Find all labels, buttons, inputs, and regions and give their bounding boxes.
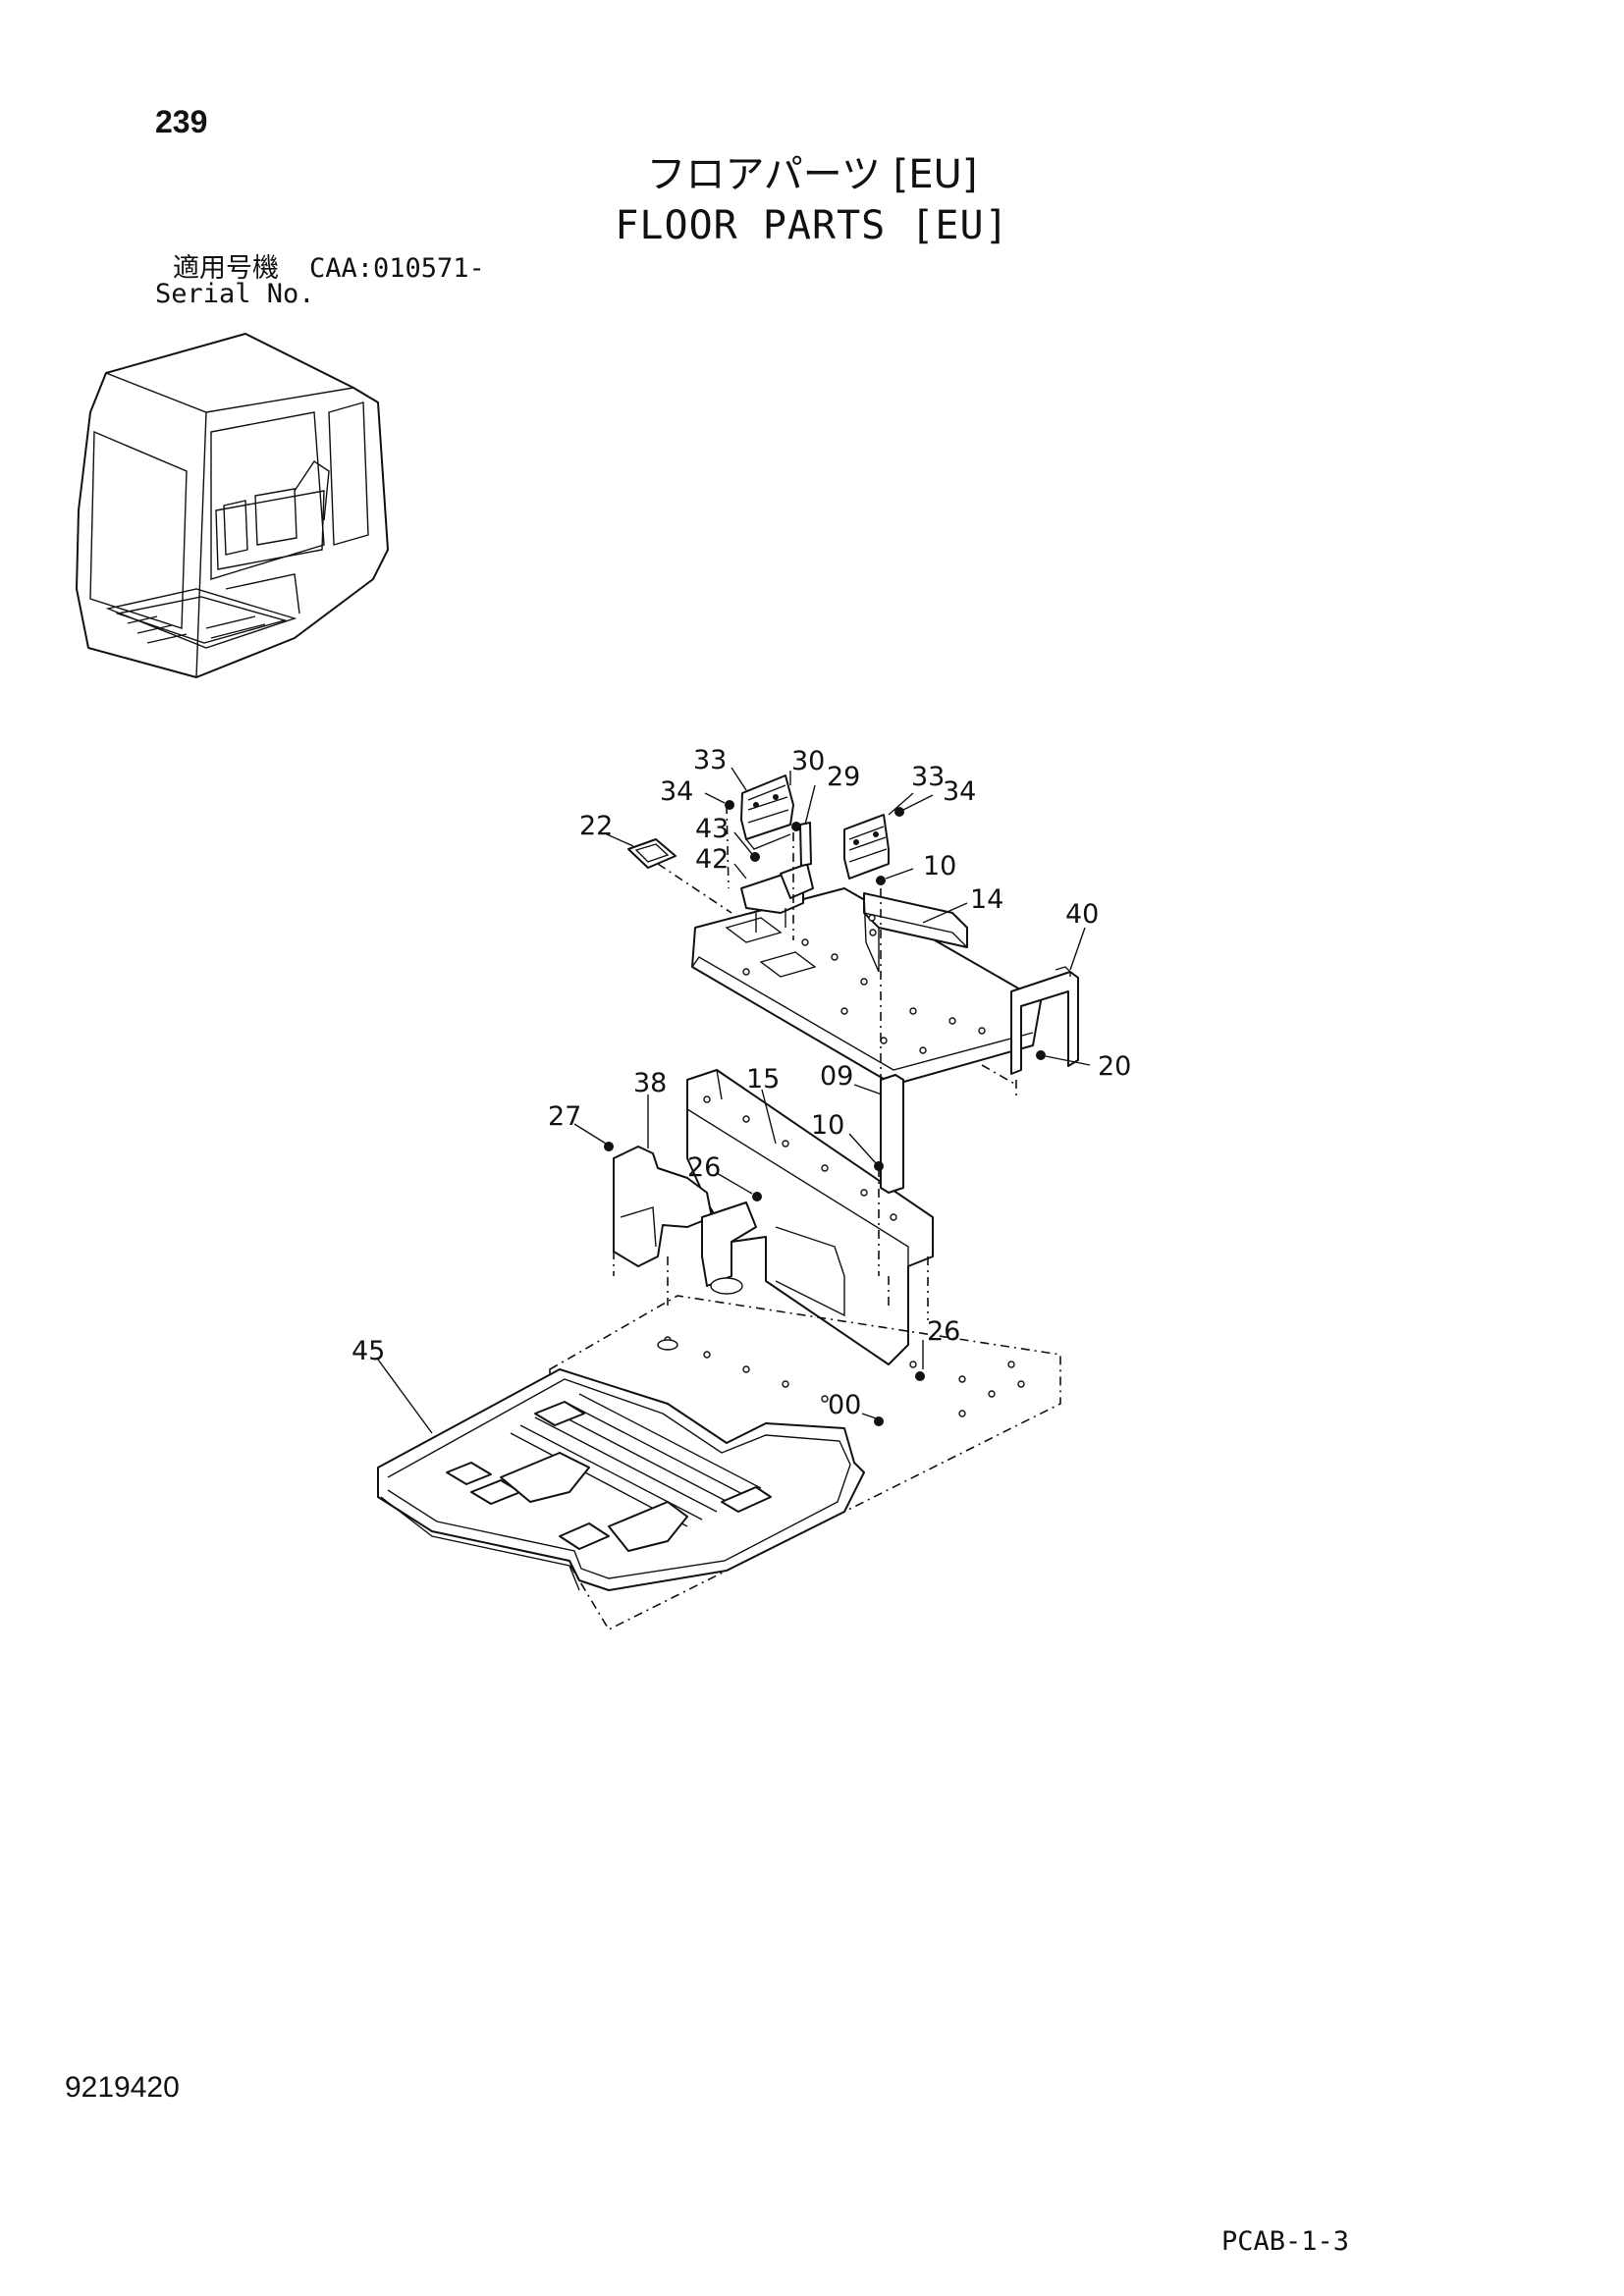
- callout-38: 38: [633, 1068, 667, 1098]
- callout-09: 09: [820, 1061, 853, 1092]
- cab-overview-illustration: [76, 333, 389, 678]
- callout-26a: 26: [687, 1152, 721, 1183]
- callout-33b: 33: [911, 762, 945, 792]
- page-title-japanese: フロアパーツ [EU]: [646, 152, 978, 197]
- callout-30: 30: [791, 746, 825, 776]
- callout-42: 42: [695, 844, 729, 875]
- callout-10b: 10: [811, 1110, 844, 1141]
- callout-29: 29: [827, 762, 860, 792]
- serial-value: CAA:010571-: [309, 253, 485, 284]
- serial-label-japanese: 適用号機: [173, 253, 279, 284]
- callout-14: 14: [970, 884, 1003, 915]
- callout-15: 15: [746, 1064, 780, 1095]
- callout-27: 27: [548, 1101, 581, 1132]
- page-number: 239: [155, 104, 208, 139]
- callout-20: 20: [1098, 1051, 1131, 1082]
- callout-40: 40: [1065, 899, 1099, 930]
- callout-numbers: 33 30 29 33 34 34 22 43 42 10 14 40 20 0…: [352, 745, 1131, 1420]
- document-number: 9219420: [65, 2071, 180, 2104]
- center-cover-assembly: [604, 1069, 934, 1426]
- serial-label-english: Serial No.: [155, 279, 315, 309]
- callout-00: 00: [828, 1390, 861, 1420]
- callout-34b: 34: [943, 776, 976, 807]
- callout-43: 43: [695, 814, 729, 844]
- callout-22: 22: [579, 811, 613, 841]
- section-code: PCAB-1-3: [1221, 2226, 1350, 2257]
- callout-33a: 33: [693, 745, 727, 775]
- leader-lines: [377, 767, 1091, 1434]
- callout-45: 45: [352, 1336, 385, 1366]
- page-title-english: FLOOR PARTS [EU]: [615, 203, 1009, 248]
- callout-34a: 34: [660, 776, 693, 807]
- callout-10a: 10: [923, 851, 956, 881]
- floor-plate-and-mat: [377, 1277, 1061, 1631]
- callout-26b: 26: [927, 1316, 960, 1347]
- upper-floor-plate-assembly: [627, 774, 1079, 1099]
